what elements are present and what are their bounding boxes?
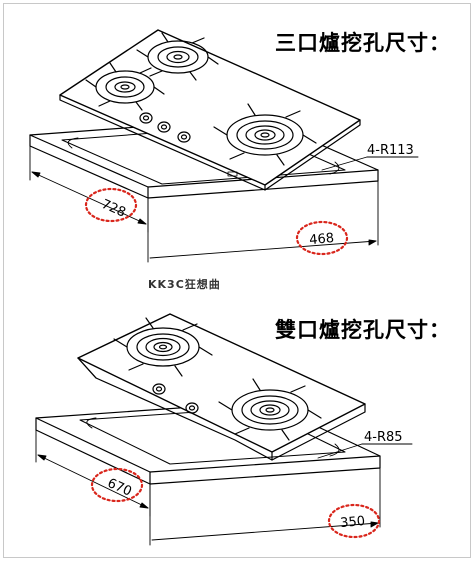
bottom-depth-label: 350 (340, 514, 366, 531)
bottom-radius-leader (317, 443, 413, 459)
top-title: 三口爐挖孔尺寸： (275, 31, 451, 55)
bottom-knobs (152, 383, 199, 414)
bottom-width-label: 670 (105, 476, 134, 500)
top-knobs (139, 112, 191, 143)
bottom-depth-dimension (149, 467, 381, 546)
top-depth-dimension (147, 180, 379, 263)
top-burner-back (136, 32, 219, 81)
bottom-depth-highlight (327, 503, 381, 539)
top-burner-right (213, 103, 317, 166)
top-width-highlight (84, 187, 138, 223)
watermark: KK3C狂想曲 (148, 278, 221, 291)
top-radius-leader (321, 156, 419, 171)
image-frame (3, 3, 471, 558)
top-depth-label: 468 (309, 231, 335, 248)
bottom-title: 雙口爐挖孔尺寸： (275, 318, 451, 342)
bottom-burner-right (218, 378, 322, 441)
top-width-label: 728 (99, 197, 128, 221)
top-depth-highlight (295, 220, 349, 256)
bottom-radius-label: 4-R85 (364, 430, 403, 445)
top-burner-left (85, 62, 165, 111)
top-hob (59, 29, 361, 191)
top-radius-label: 4-R113 (367, 143, 414, 158)
bottom-width-highlight (90, 467, 144, 503)
bottom-burner-left (113, 317, 213, 377)
